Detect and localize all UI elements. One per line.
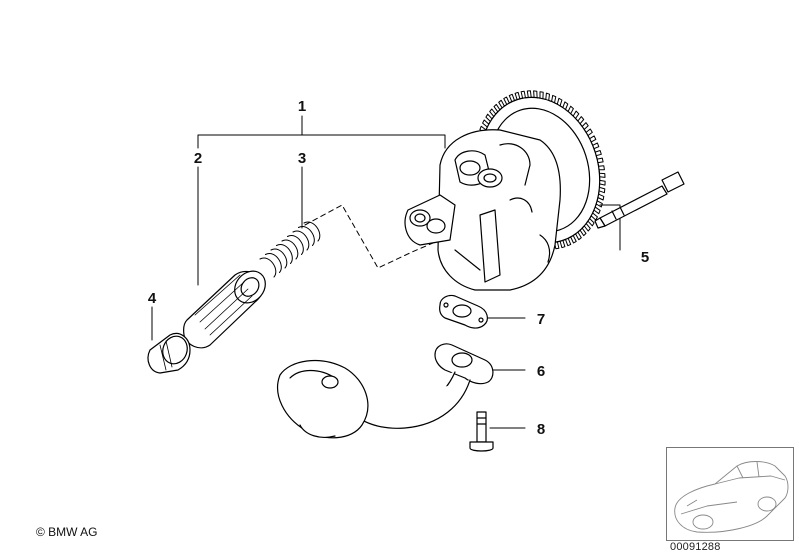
callout-4: 4 <box>148 290 157 307</box>
callout-5: 5 <box>641 249 649 266</box>
document-id: 00091288 <box>670 541 721 553</box>
leader-lines <box>151 115 621 429</box>
screw-plug <box>147 332 191 374</box>
callout-8: 8 <box>537 421 545 438</box>
callout-7: 7 <box>537 311 545 328</box>
callout-1: 1 <box>298 98 306 115</box>
gasket-7 <box>439 294 488 329</box>
pressure-relief-spring <box>259 221 321 278</box>
bolt-8 <box>469 411 494 452</box>
vehicle-thumbnail <box>666 447 794 541</box>
callout-6: 6 <box>537 363 545 380</box>
callout-labels: 1 2 3 4 5 6 7 8 <box>148 98 649 438</box>
copyright-notice: © BMW AG <box>36 525 98 539</box>
relief-valve-piston <box>183 270 266 349</box>
bolt-5 <box>594 171 685 229</box>
callout-2: 2 <box>194 150 202 167</box>
car-silhouette-icon <box>674 461 789 533</box>
oil-pump-housing <box>404 129 561 291</box>
oil-suction-pipe <box>277 343 494 439</box>
callout-3: 3 <box>298 150 306 167</box>
